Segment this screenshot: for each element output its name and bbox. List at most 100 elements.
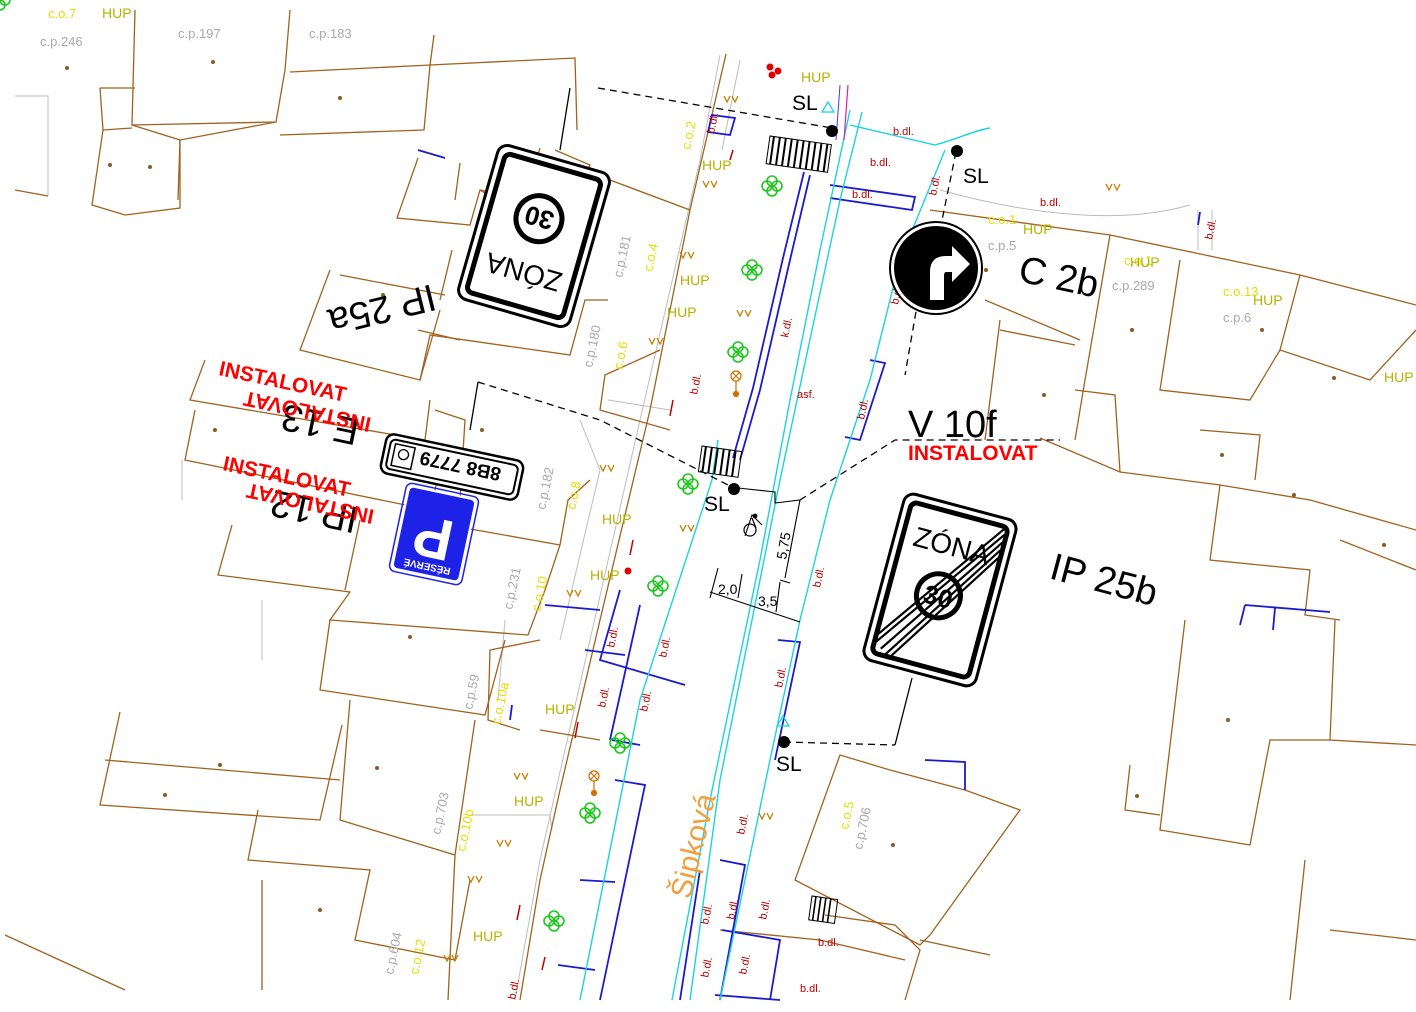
surface-label: asf.: [797, 389, 815, 401]
house-number: c.p.6: [1223, 310, 1251, 325]
orientation-number: c.o.10a: [488, 680, 512, 726]
dimension-label: 2,0: [718, 581, 738, 597]
orientation-number: c.o.4: [640, 242, 661, 273]
hup-label: HUP: [1253, 292, 1283, 308]
turn-right-sign-icon: [889, 221, 983, 315]
dimension-label: 3,5: [758, 593, 778, 609]
surface-label: b.dl.: [811, 566, 827, 589]
additional-plate-sign-icon: 8B8 7779: [379, 433, 525, 501]
house-number-labels: c.p.246 c.p.197 c.p.183 c.p.181 c.p.180 …: [40, 26, 1251, 976]
valve-symbols: [588, 370, 742, 797]
hup-label: HUP: [102, 5, 132, 21]
curb-lines: [417, 114, 1331, 1001]
orientation-number: c.o.13: [1223, 284, 1258, 299]
house-number: c.p.703: [428, 791, 452, 836]
house-number: c.p.181: [610, 234, 634, 279]
sl-label: SL: [792, 92, 818, 115]
hup-label: HUP: [667, 304, 697, 320]
zone-30-sign-icon: ZÓNA 30: [457, 143, 611, 329]
surface-label: b.dl.: [870, 157, 891, 169]
surface-label: b.dl.: [699, 903, 715, 926]
hup-label: HUP: [590, 567, 620, 583]
install-note-v10f: INSTALOVAT: [908, 442, 1038, 465]
street-light-point: [778, 736, 790, 748]
surface-label: b.dl.: [605, 626, 621, 649]
utility-line: [843, 84, 849, 141]
house-number: c.p.231: [500, 566, 524, 611]
reserved-parking-sign-icon: P RÉSERVÉ: [388, 482, 480, 586]
surface-label: b.dl.: [506, 978, 522, 1001]
light-pole-triangles: [775, 100, 836, 727]
house-number: c.p.289: [1112, 278, 1155, 293]
sl-label: SL: [776, 753, 802, 776]
surface-label: b.dl.: [855, 398, 871, 421]
parking-dimensions: [709, 487, 801, 623]
tree-icon: [677, 473, 699, 495]
surface-label: b.dl.: [800, 983, 821, 995]
hup-labels: HUP HUP HUP HUP HUP HUP HUP HUP HUP HUP …: [102, 5, 1414, 944]
tree-symbols: [0, 0, 783, 932]
street-light-point: [728, 483, 740, 495]
hup-label: HUP: [514, 793, 544, 809]
surface-label: b.dl.: [735, 813, 751, 836]
tree-icon: [741, 259, 763, 281]
surface-label: b.dl.: [705, 112, 721, 135]
surface-label: k.dl.: [779, 316, 795, 338]
tree-icon: [647, 575, 669, 597]
surface-label: b.dl.: [773, 666, 789, 689]
sl-label: SL: [963, 165, 989, 188]
orientation-number: c.o.6: [610, 340, 631, 371]
dimension-label: 5,75: [773, 531, 794, 561]
sign-label-c2b: C 2b: [1015, 249, 1102, 307]
street-light-points: [728, 125, 963, 748]
street-light-point: [826, 125, 838, 137]
vegetation-marks: [443, 95, 1121, 963]
tree-icon: [579, 802, 601, 824]
sl-label: SL: [704, 493, 730, 516]
surface-label: b.dl.: [757, 898, 773, 921]
orientation-number: c.o.12: [406, 938, 428, 976]
surface-label: b.dl.: [725, 898, 741, 921]
surface-label: b.dl.: [852, 189, 873, 201]
surface-labels: b.dl. b.dl. b.dl. b.dl. b.dl. b.dl. b.dl…: [506, 112, 1219, 1001]
hup-label: HUP: [702, 157, 732, 173]
tree-icon: [761, 175, 783, 197]
house-number: c.p.246: [40, 34, 83, 49]
dimension-labels: 2,0 3,5 5,75: [718, 531, 794, 609]
red-point-markers: [624, 63, 782, 575]
surface-label: b.dl.: [657, 636, 673, 659]
orientation-number: c.o.2: [678, 120, 699, 151]
sign-label-v10f: V 10f: [908, 404, 997, 446]
hup-label: HUP: [602, 511, 632, 527]
surface-label: b.dl.: [688, 373, 704, 396]
orientation-number: c.o.8: [563, 480, 584, 511]
street-light-labels: SL SL SL SL: [704, 92, 989, 776]
house-number: c.p.182: [533, 466, 557, 511]
orientation-number: c.o.1: [1124, 253, 1152, 268]
orientation-number: c.o.5: [836, 800, 857, 831]
hup-label: HUP: [1384, 369, 1414, 385]
hup-label: HUP: [801, 69, 831, 85]
house-number: c.p.183: [309, 26, 352, 41]
surface-label: b.dl.: [1203, 218, 1219, 241]
lot-markers: [65, 60, 1386, 912]
surface-label: b.dl.: [596, 686, 612, 709]
wheelchair-icon: [743, 513, 758, 537]
auxiliary-lines: [15, 54, 1213, 1001]
leader-lines: [469, 87, 1060, 746]
sign-label-ip25a: IP 25a: [323, 275, 440, 342]
orientation-number: c.o.10: [528, 575, 550, 613]
surface-label: b.dl.: [893, 126, 914, 138]
orientation-number: c.o.1: [988, 212, 1016, 227]
hup-label: HUP: [1130, 254, 1160, 270]
crosswalk-symbols: [697, 135, 839, 924]
street-light-point: [951, 145, 963, 157]
hup-label: HUP: [680, 272, 710, 288]
small-red-marks: [516, 149, 734, 971]
surface-label: b.dl.: [927, 174, 943, 197]
house-number: c.p.59: [460, 673, 482, 711]
surface-label: b.dl.: [1040, 197, 1061, 209]
surface-label: b.dl.: [818, 937, 839, 949]
orientation-number-labels: c.o.7 c.o.2 c.o.4 c.o.6 c.o.8 c.o.10 c.o…: [48, 6, 1258, 976]
